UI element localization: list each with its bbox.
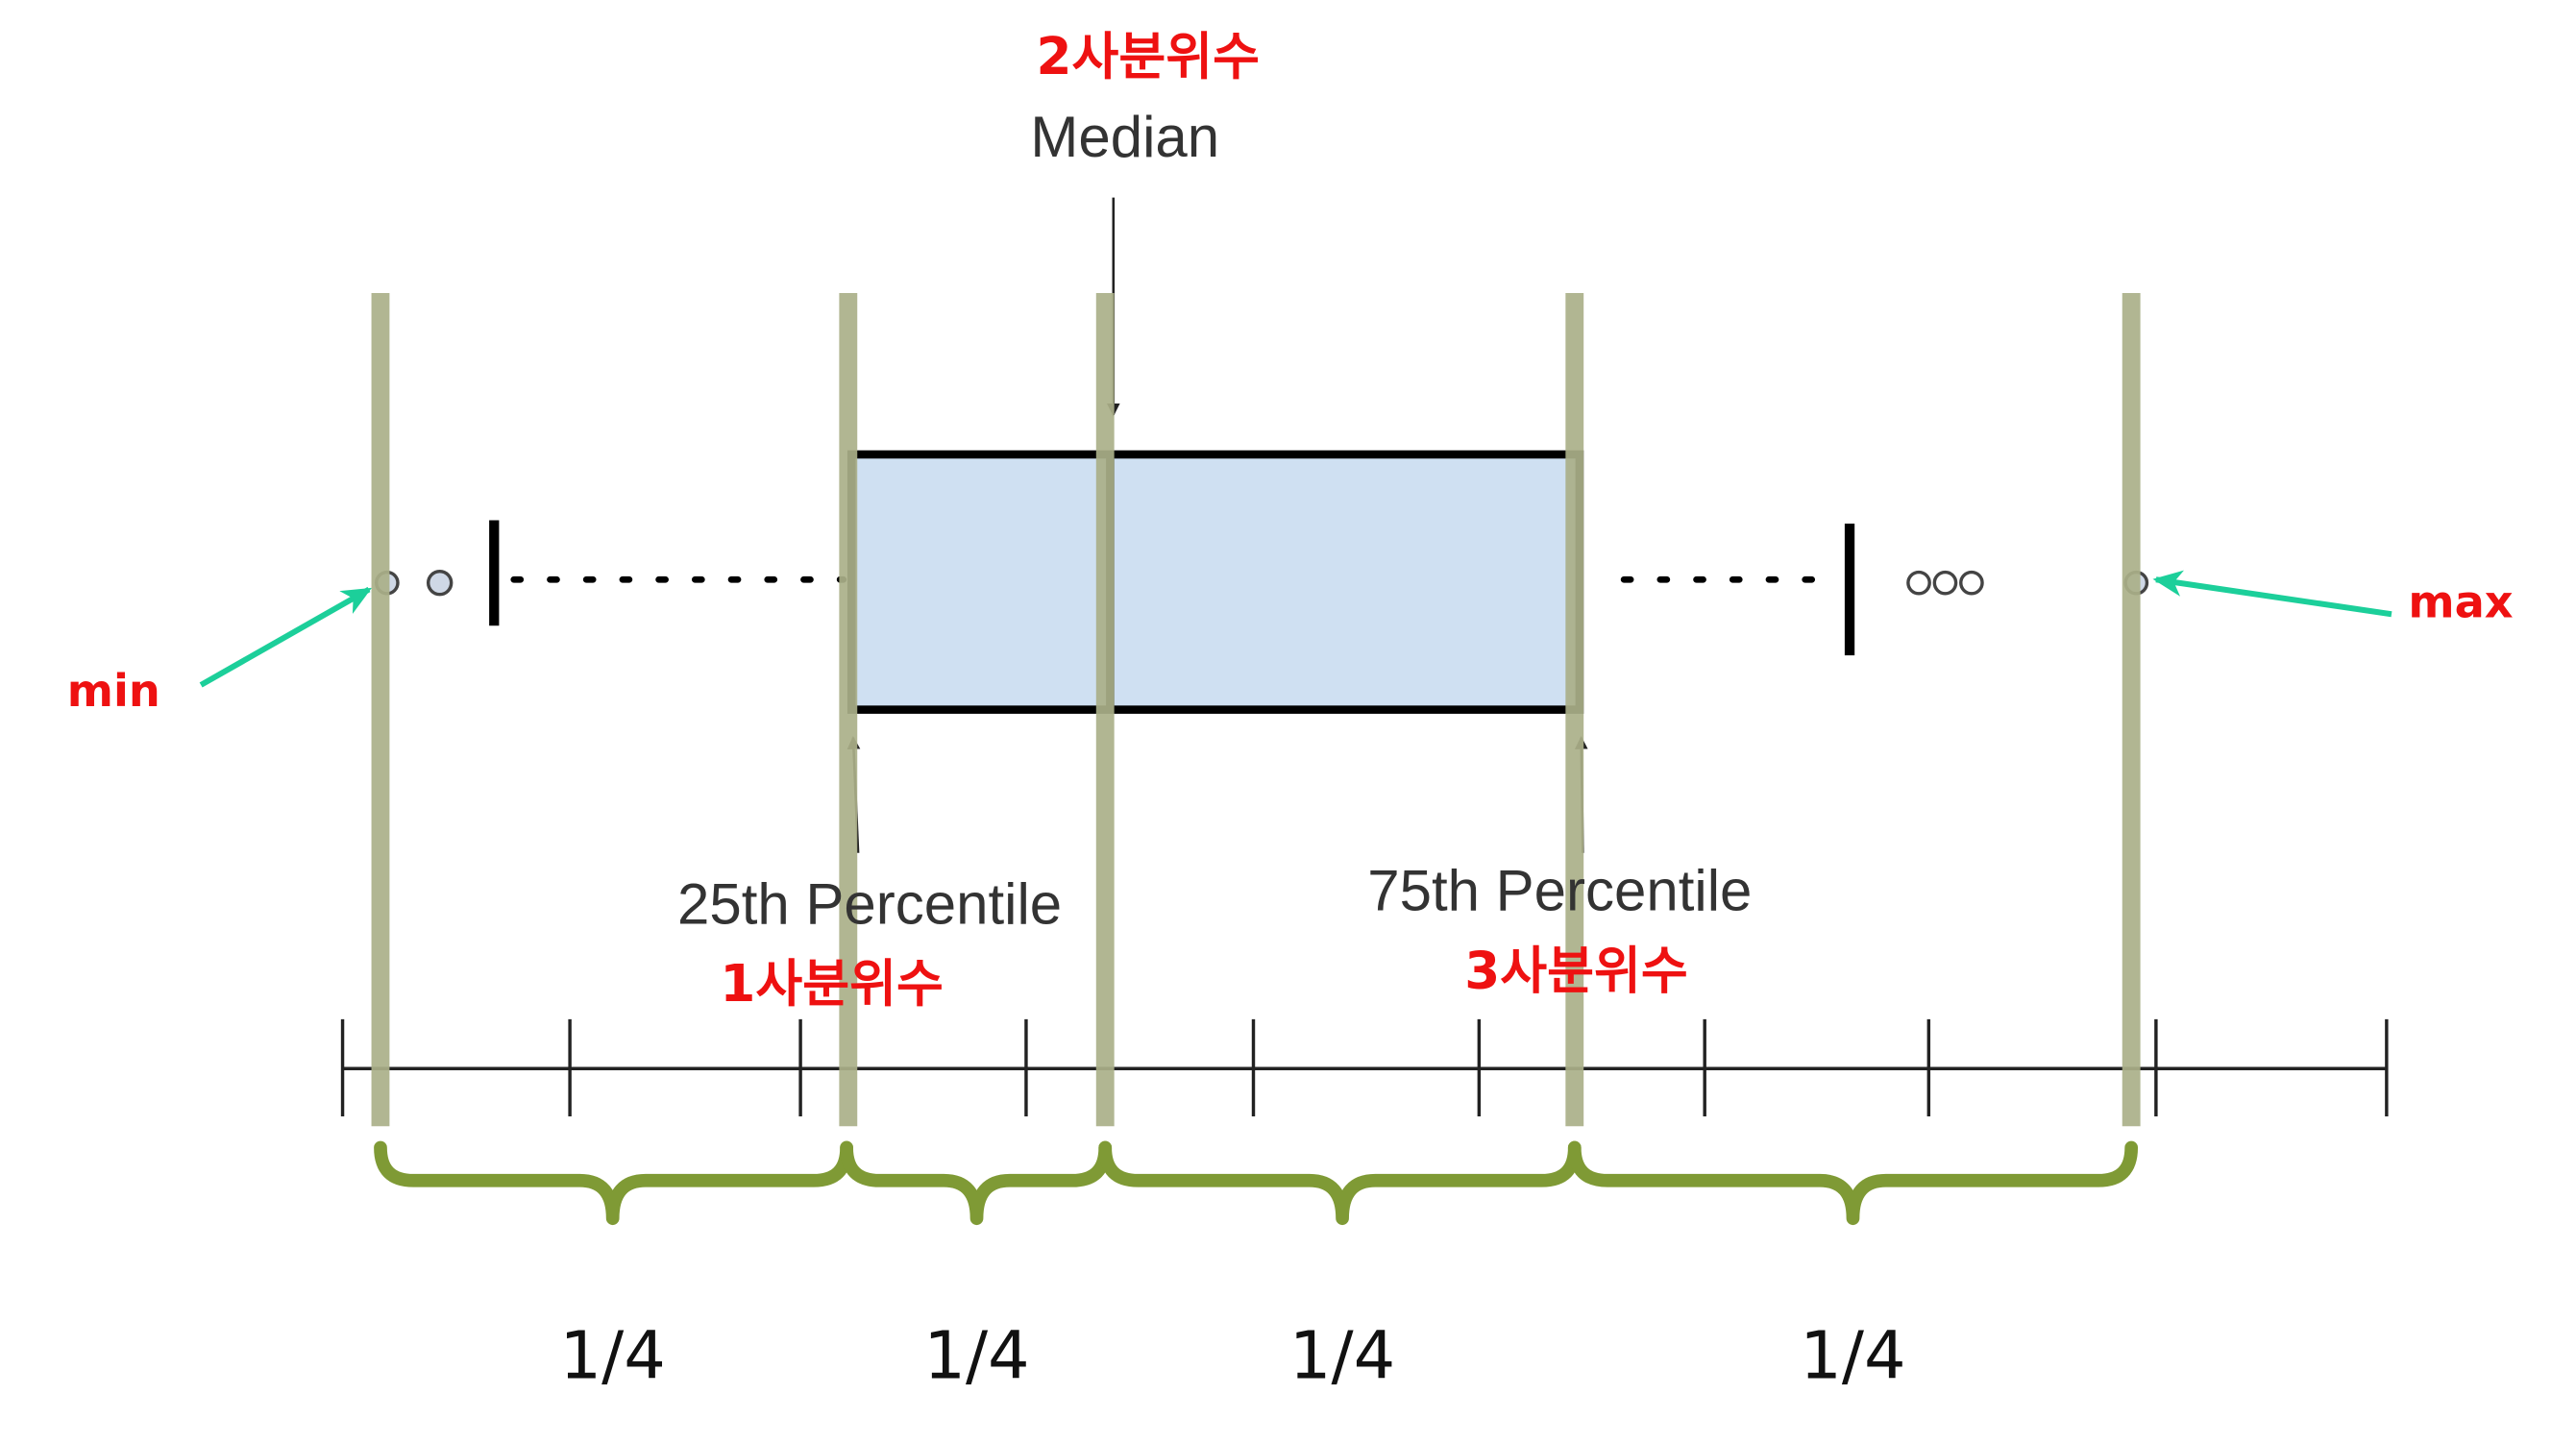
min-label: min [67,665,160,717]
median-label: Median [1030,105,1219,169]
brace-2 [840,1140,1113,1226]
guide-lines [371,293,2141,1127]
quarter-label-2: 1/4 [923,1317,1029,1394]
q1-english-label: 25th Percentile [677,871,1062,936]
max-pointer-arrow [2152,570,2392,618]
outlier-right-1 [1906,570,1931,596]
quarter-label-1: 1/4 [560,1317,666,1394]
brace-4 [1567,1140,2139,1226]
outlier-right-3 [1959,570,1984,596]
quarter-label-4: 1/4 [1800,1317,1905,1394]
quarter-braces [374,1140,2139,1226]
iqr-box [846,450,1584,714]
outlier-right-2 [1932,570,1958,596]
min-pointer-arrow [199,586,372,688]
q1-korean-label: 1사분위수 [720,954,943,1014]
axis-ticks [340,1018,2389,1116]
brace-1 [374,1140,853,1226]
q3-korean-label: 3사분위수 [1464,941,1687,1000]
max-label: max [2408,576,2513,628]
q3-english-label: 75th Percentile [1367,859,1752,923]
outlier-left-2 [426,569,454,597]
q2-korean-label: 2사분위수 [1037,27,1260,86]
brace-3 [1098,1140,1582,1226]
quarter-label-3: 1/4 [1289,1317,1395,1394]
